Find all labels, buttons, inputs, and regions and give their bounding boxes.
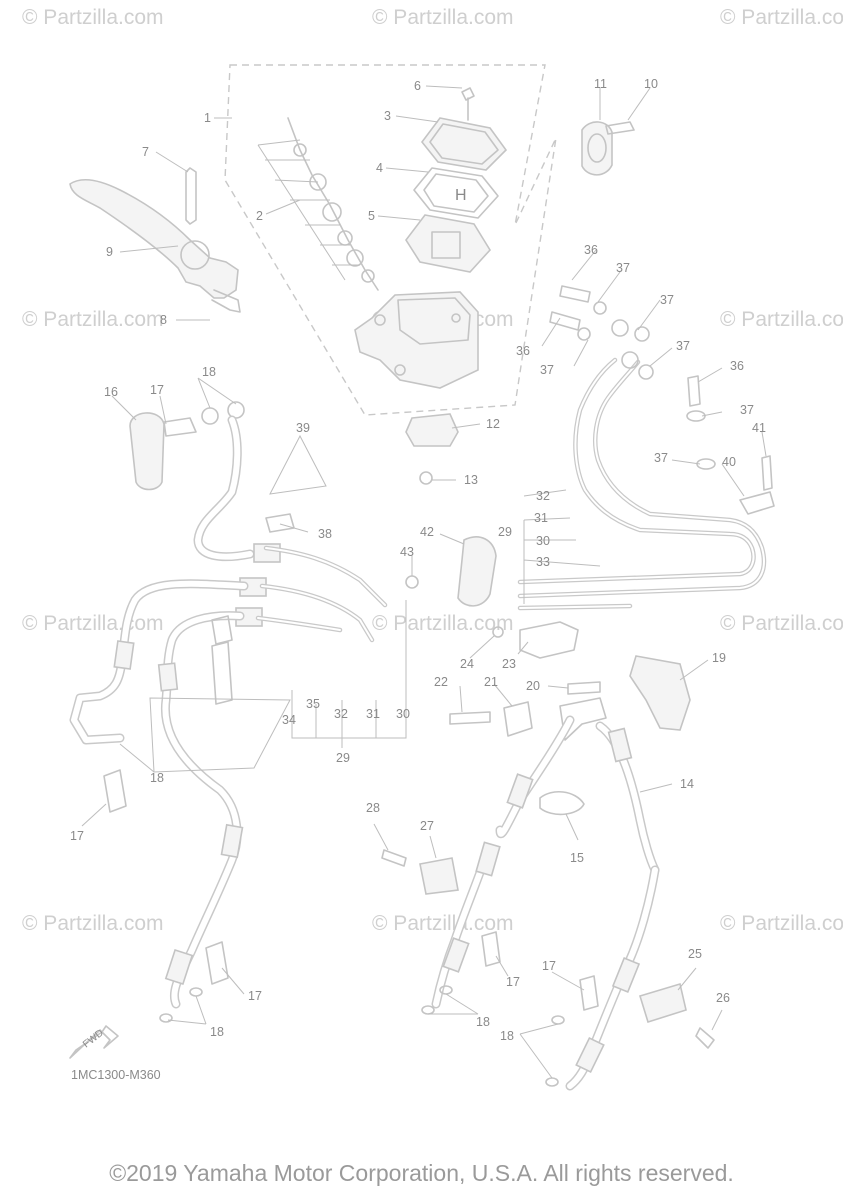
brake-joint-bracket xyxy=(449,621,691,741)
watermark: © Partzilla.com xyxy=(372,6,514,29)
callout-4: 4 xyxy=(376,161,383,175)
callout-23: 23 xyxy=(502,657,516,671)
callout-37f: 37 xyxy=(540,363,554,377)
callout-32b: 32 xyxy=(334,707,348,721)
callout-17: 17 xyxy=(150,383,164,397)
callout-13: 13 xyxy=(464,473,478,487)
watermark: © Partzilla.com xyxy=(372,912,514,935)
brake-lever xyxy=(69,167,241,313)
assembly-boundary xyxy=(224,64,557,416)
banjo-bolts-bottom xyxy=(103,615,599,1087)
leader-lines xyxy=(81,85,767,1079)
callout-9: 9 xyxy=(106,245,113,259)
callout-8: 8 xyxy=(160,313,167,327)
callout-15: 15 xyxy=(570,851,584,865)
brake-light-switch xyxy=(405,413,459,485)
callout-24: 24 xyxy=(460,657,474,671)
callout-40: 40 xyxy=(722,455,736,469)
pipe-clamp-42 xyxy=(405,536,497,607)
watermark: © Partzilla.com xyxy=(720,308,843,331)
hose-clips xyxy=(381,791,715,1049)
callout-29b: 29 xyxy=(336,751,350,765)
callout-41: 41 xyxy=(752,421,766,435)
callout-37d: 37 xyxy=(740,403,754,417)
callout-42: 42 xyxy=(420,525,434,539)
watermark: © Partzilla.com xyxy=(22,6,164,29)
callout-7: 7 xyxy=(142,145,149,159)
callout-10: 10 xyxy=(644,77,658,91)
callout-18: 18 xyxy=(202,365,216,379)
callout-43: 43 xyxy=(400,545,414,559)
callout-37e: 37 xyxy=(654,451,668,465)
callout-37b: 37 xyxy=(660,293,674,307)
banjo-fitting-left xyxy=(129,401,245,491)
hose-joint-block xyxy=(235,513,295,627)
watermark: © Partzilla.com xyxy=(720,612,843,635)
callout-11: 11 xyxy=(594,77,607,91)
callout-5: 5 xyxy=(368,209,375,223)
reservoir-cap-stack: H xyxy=(405,87,508,273)
callout-31b: 31 xyxy=(366,707,380,721)
callout-17b: 17 xyxy=(70,829,84,843)
callout-38: 38 xyxy=(318,527,332,541)
right-brake-hoses xyxy=(431,715,660,1091)
callout-20: 20 xyxy=(526,679,540,693)
callout-37c: 37 xyxy=(676,339,690,353)
callout-39: 39 xyxy=(296,421,310,435)
piston-kit xyxy=(257,117,379,291)
callout-18c: 18 xyxy=(210,1025,224,1039)
callout-31: 31 xyxy=(534,511,548,525)
callout-2: 2 xyxy=(256,209,263,223)
watermark: © Partzilla.com xyxy=(22,308,164,331)
callout-17d: 17 xyxy=(506,975,520,989)
callout-28: 28 xyxy=(366,801,380,815)
callout-17e: 17 xyxy=(542,959,556,973)
callout-18e: 18 xyxy=(500,1029,514,1043)
callout-3: 3 xyxy=(384,109,391,123)
callout-12: 12 xyxy=(486,417,500,431)
callout-1: 1 xyxy=(204,111,211,125)
callout-21: 21 xyxy=(484,675,498,689)
handlebar-clamp xyxy=(581,121,635,176)
callout-14: 14 xyxy=(680,777,694,791)
callout-19: 19 xyxy=(712,651,726,665)
diagram-code: 1MC1300-M360 xyxy=(71,1068,161,1082)
master-cylinder-body xyxy=(354,291,479,389)
left-brake-hoses xyxy=(69,579,249,1009)
callout-25: 25 xyxy=(688,947,702,961)
callout-29: 29 xyxy=(498,525,512,539)
watermark: © Partzilla.com xyxy=(720,6,843,29)
callout-16: 16 xyxy=(104,385,118,399)
callout-37: 37 xyxy=(616,261,630,275)
callout-26: 26 xyxy=(716,991,730,1005)
callout-18b: 18 xyxy=(150,771,164,785)
upper-brake-hose xyxy=(193,415,255,562)
watermark: © Partzilla.com xyxy=(22,912,164,935)
callout-30: 30 xyxy=(536,534,550,548)
callouts: 1 2 3 4 5 6 7 8 9 10 11 12 13 14 15 16 1… xyxy=(70,77,766,1043)
callout-36c: 36 xyxy=(516,344,530,358)
callout-34: 34 xyxy=(282,713,296,727)
callout-35: 35 xyxy=(306,697,320,711)
callout-27: 27 xyxy=(420,819,434,833)
callout-6: 6 xyxy=(414,79,421,93)
brake-pipe-bundle xyxy=(255,319,767,643)
callout-33: 33 xyxy=(536,555,550,569)
forward-arrow-icon: FWD xyxy=(69,1025,119,1059)
callout-36: 36 xyxy=(584,243,598,257)
svg-text:H: H xyxy=(455,187,467,204)
callout-30b: 30 xyxy=(396,707,410,721)
callout-36b: 36 xyxy=(730,359,744,373)
watermark: © Partzilla.com xyxy=(720,912,843,935)
watermark: © Partzilla.com xyxy=(372,612,514,635)
callout-17c: 17 xyxy=(248,989,262,1003)
callout-22: 22 xyxy=(434,675,448,689)
callout-18d: 18 xyxy=(476,1015,490,1029)
copyright-notice: ©2019 Yamaha Motor Corporation, U.S.A. A… xyxy=(109,1160,734,1186)
callout-32: 32 xyxy=(536,489,550,503)
